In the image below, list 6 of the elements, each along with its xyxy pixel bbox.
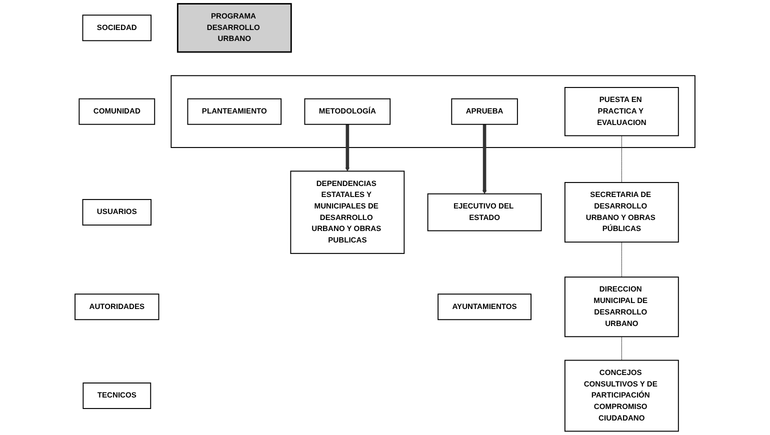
connector: [621, 336, 622, 361]
connector: [621, 242, 622, 278]
arrow: [482, 124, 487, 194]
cluster: [170, 75, 696, 148]
arrow: [345, 124, 350, 172]
connector: [621, 135, 622, 183]
